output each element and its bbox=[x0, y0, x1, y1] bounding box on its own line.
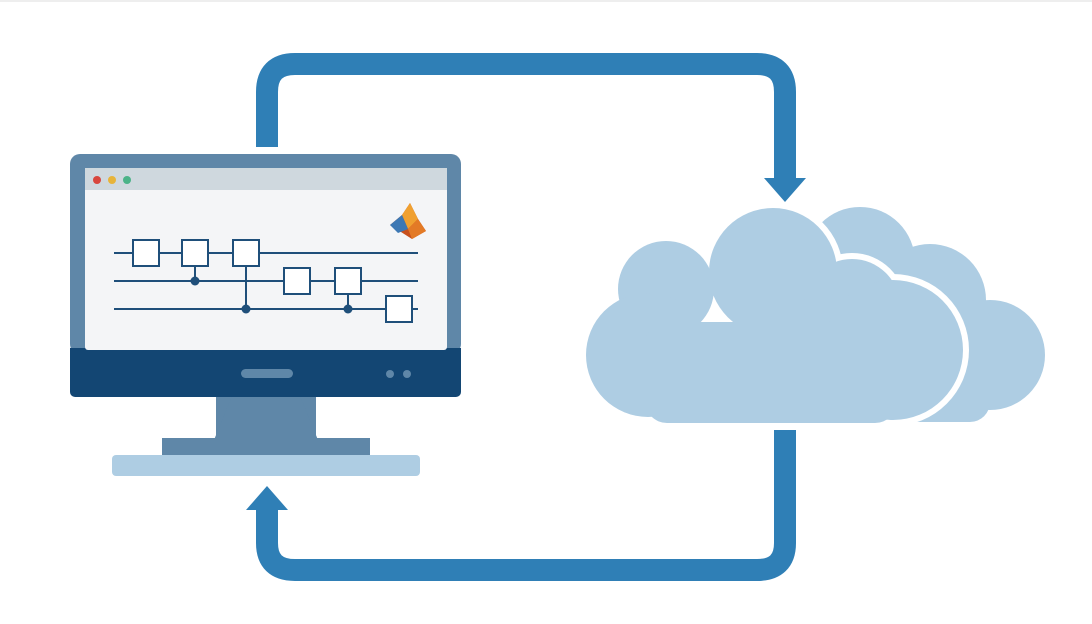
desk-base bbox=[112, 455, 420, 476]
minimize-dot bbox=[108, 176, 116, 184]
circuit-gate bbox=[181, 239, 209, 267]
upper-flow-arrow bbox=[256, 53, 806, 202]
circuit-gate bbox=[385, 295, 413, 323]
maximize-dot bbox=[123, 176, 131, 184]
lower-flow-arrow bbox=[246, 430, 796, 581]
circuit-control-dot bbox=[343, 304, 353, 314]
monitor-bezel-top-fill bbox=[70, 348, 461, 368]
lower-arrowhead bbox=[246, 486, 288, 510]
matlab-membrane-logo bbox=[390, 203, 426, 239]
lower-arrow-line bbox=[256, 430, 796, 581]
circuit-control-dot bbox=[190, 276, 200, 286]
monitor-stand-foot bbox=[162, 438, 370, 457]
upper-arrow-line bbox=[256, 53, 796, 180]
circuit-gate bbox=[334, 267, 362, 295]
desktop-monitor-icon bbox=[70, 154, 461, 476]
upper-arrowhead bbox=[764, 178, 806, 202]
top-divider bbox=[0, 0, 1092, 2]
quantum-circuit bbox=[114, 239, 418, 323]
front-cloud bbox=[586, 208, 963, 423]
cloud-icon bbox=[580, 202, 1045, 430]
close-dot bbox=[93, 176, 101, 184]
circuit-control-dot bbox=[241, 304, 251, 314]
circuit-gate bbox=[232, 239, 260, 267]
monitor-stand-taper bbox=[214, 396, 318, 440]
screen bbox=[85, 168, 447, 350]
circuit-gate bbox=[283, 267, 311, 295]
bezel-button-right bbox=[403, 370, 411, 378]
screen-title-bar bbox=[85, 168, 447, 190]
circuit-gate bbox=[132, 239, 160, 267]
bezel-slot bbox=[241, 369, 293, 378]
bezel-button-left bbox=[386, 370, 394, 378]
